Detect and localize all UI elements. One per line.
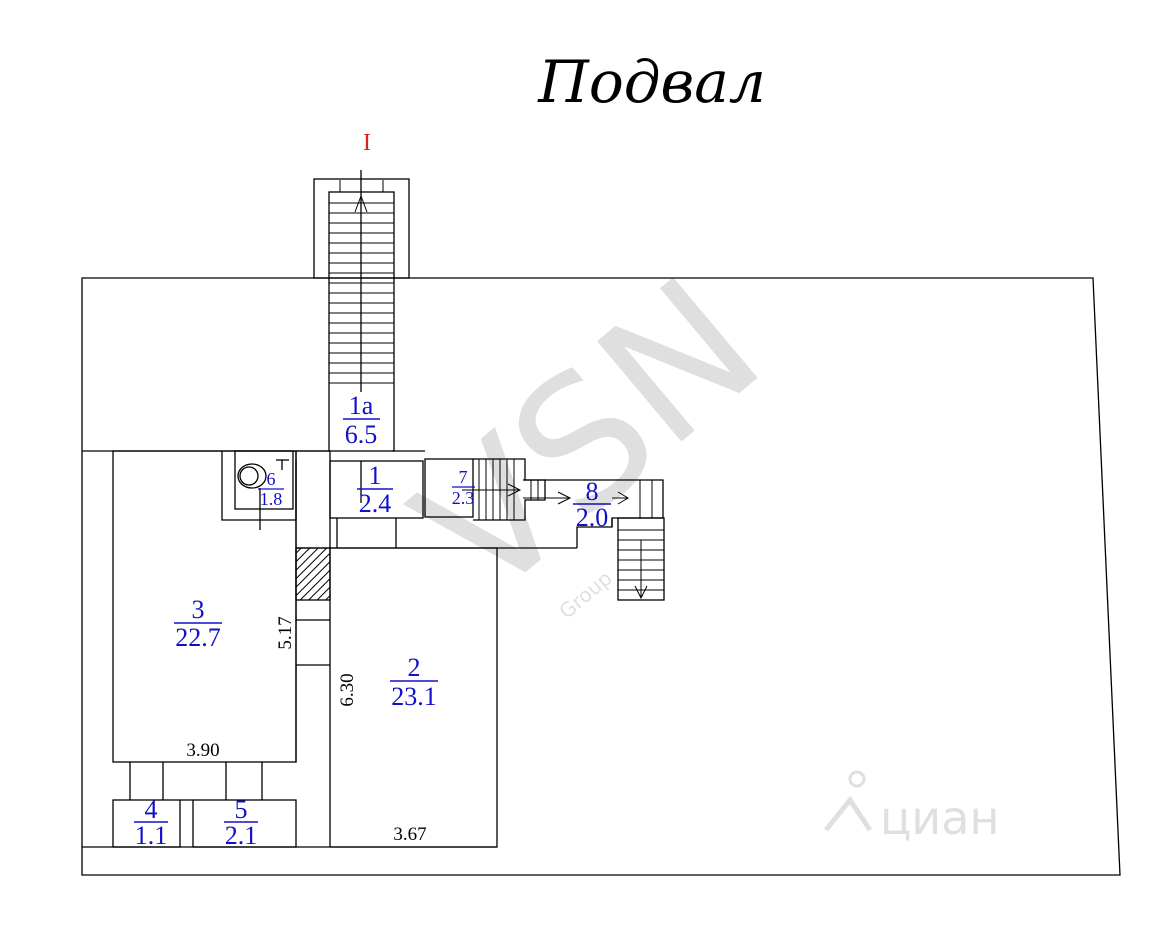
room-1-label: 1 2.4: [357, 461, 393, 518]
room-2-width-dim: 3.67: [393, 824, 426, 845]
room-6-area: 1.8: [260, 489, 283, 509]
room-7-area: 2.3: [452, 488, 475, 508]
room-2-height-dim: 6.30: [337, 673, 358, 706]
stair-8: [523, 480, 664, 600]
room-1-area: 2.4: [359, 489, 392, 518]
plan-title: Подвал: [537, 48, 766, 116]
room-5-number: 5: [235, 795, 248, 824]
room-4-number: 4: [145, 795, 158, 824]
section-mark: I: [363, 130, 371, 156]
stair-7: [462, 459, 522, 520]
stair-1a: [329, 180, 394, 384]
room-1a-number: 1а: [349, 391, 374, 420]
room-8-area: 2.0: [576, 503, 609, 532]
room-2-area: 23.1: [391, 682, 437, 711]
room-1a-area: 6.5: [345, 420, 378, 449]
room-4-area: 1.1: [135, 821, 168, 850]
room-1a-label: 1а 6.5: [343, 391, 380, 449]
room-7-number: 7: [459, 467, 468, 487]
room-6-number: 6: [267, 469, 276, 489]
room-4-outline: [112, 799, 181, 848]
building-outline: [81, 277, 1121, 876]
room-3-label: 3 22.7: [174, 595, 222, 652]
vsn-watermark: VSN Group: [379, 239, 798, 638]
walls: [81, 170, 1121, 876]
room-2-number: 2: [408, 653, 421, 682]
room-4-label: 4 1.1: [134, 795, 168, 850]
room-8-number: 8: [586, 477, 599, 506]
room-5-area: 2.1: [225, 821, 258, 850]
room-6-outline: [221, 451, 297, 521]
room-5-outline: [192, 799, 297, 848]
room-3-number: 3: [192, 595, 205, 624]
cian-logo-text: циан: [880, 791, 999, 845]
room-2-label: 2 23.1: [390, 653, 438, 711]
room-1-number: 1: [369, 461, 382, 490]
cian-logo: циан: [824, 770, 999, 845]
room-7-outline: [424, 458, 474, 518]
room-5-label: 5 2.1: [224, 795, 258, 850]
room-3-width-dim: 3.90: [186, 740, 219, 761]
room-3-area: 22.7: [175, 623, 221, 652]
room-7-label: 7 2.3: [452, 467, 475, 508]
room-8-label: 8 2.0: [573, 477, 611, 532]
room-3-height-dim: 5.17: [275, 616, 296, 649]
room-6-label: 6 1.8: [258, 469, 284, 509]
